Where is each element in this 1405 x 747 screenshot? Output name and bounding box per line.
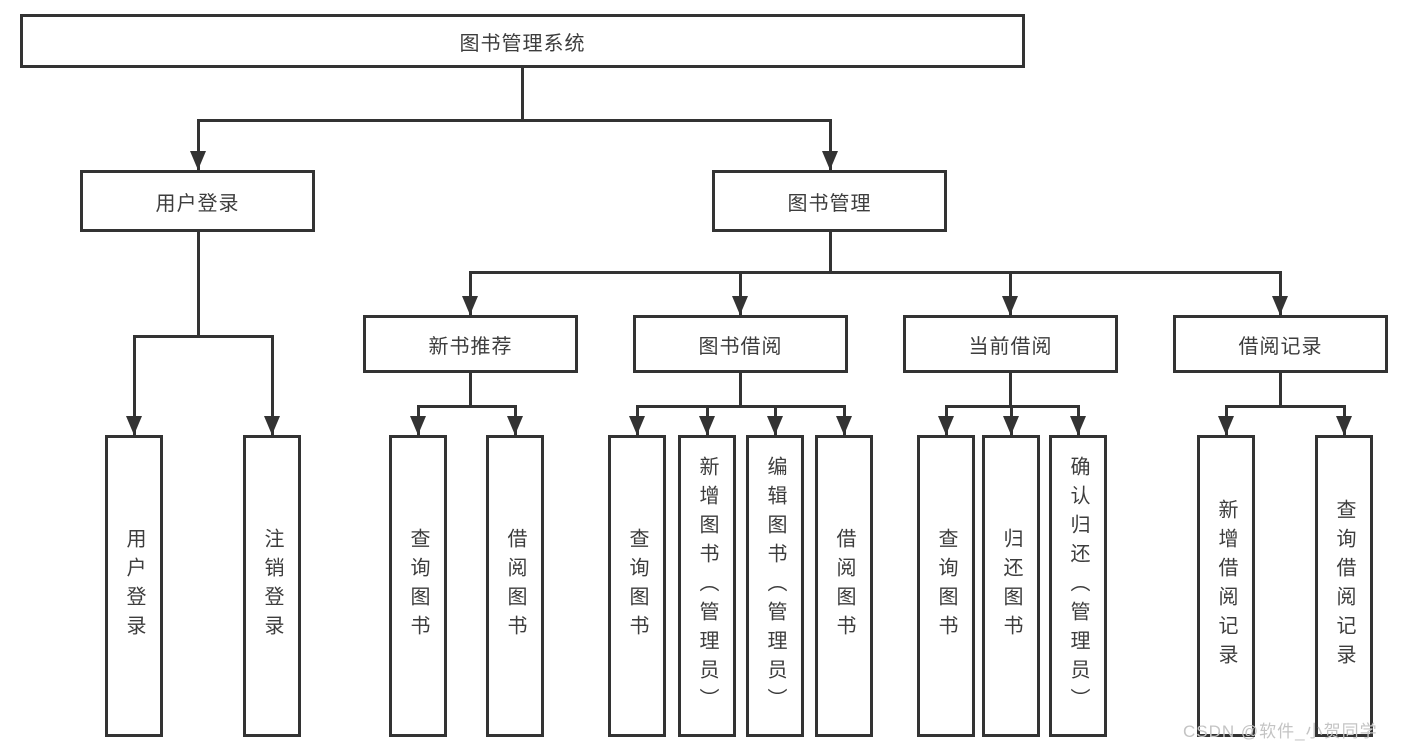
node-label: 查询图书 <box>935 528 957 644</box>
arrow-down-icon <box>836 416 852 435</box>
node-label: 归还图书 <box>1000 528 1022 644</box>
leaf-confirm-return-admin: 确认归还（管理员） <box>1049 435 1107 737</box>
node-label: 确认归还（管理员） <box>1067 455 1089 717</box>
node-label: 用户登录 <box>123 528 145 644</box>
node-label: 图书管理系统 <box>459 32 586 55</box>
arrow-down-icon <box>1003 416 1019 435</box>
connector-line <box>739 271 742 315</box>
arrow-down-icon <box>767 416 783 435</box>
node-book-management: 图书管理 <box>712 170 947 232</box>
node-label: 图书借阅 <box>698 335 783 358</box>
node-current-borrowing: 当前借阅 <box>903 315 1118 373</box>
connector-line <box>469 271 472 315</box>
node-label: 用户登录 <box>155 192 240 215</box>
connector-line <box>133 335 136 435</box>
connector-line <box>1279 373 1282 406</box>
connector-line <box>417 405 517 408</box>
leaf-add-book-admin: 新增图书（管理员） <box>678 435 736 737</box>
arrow-down-icon <box>1002 296 1018 315</box>
node-label: 查询借阅记录 <box>1333 499 1355 673</box>
arrow-down-icon <box>126 416 142 435</box>
leaf-logout: 注销登录 <box>243 435 301 737</box>
arrow-down-icon <box>938 416 954 435</box>
arrow-down-icon <box>1336 416 1352 435</box>
node-label: 新增图书（管理员） <box>696 455 718 717</box>
node-book-borrowing: 图书借阅 <box>633 315 848 373</box>
leaf-return-books: 归还图书 <box>982 435 1040 737</box>
connector-line <box>197 232 200 336</box>
leaf-query-books-borrowing: 查询图书 <box>608 435 666 737</box>
connector-line <box>1225 405 1346 408</box>
connector-line <box>636 405 846 408</box>
arrow-down-icon <box>822 151 838 170</box>
node-user-login: 用户登录 <box>80 170 315 232</box>
arrow-down-icon <box>410 416 426 435</box>
watermark: CSDN @软件_小贺同学 <box>1183 722 1378 741</box>
leaf-query-books-current: 查询图书 <box>917 435 975 737</box>
leaf-query-books-recommend: 查询图书 <box>389 435 447 737</box>
connector-line <box>271 335 274 435</box>
node-label: 当前借阅 <box>968 335 1053 358</box>
arrow-down-icon <box>507 416 523 435</box>
node-label: 借阅图书 <box>504 528 526 644</box>
node-new-book-recommendation: 新书推荐 <box>363 315 578 373</box>
node-label: 查询图书 <box>407 528 429 644</box>
node-label: 图书管理 <box>787 192 872 215</box>
node-label: 新增借阅记录 <box>1215 499 1237 673</box>
leaf-add-borrow-record: 新增借阅记录 <box>1197 435 1255 737</box>
arrow-down-icon <box>264 416 280 435</box>
node-label: 借阅记录 <box>1238 335 1323 358</box>
node-label: 注销登录 <box>261 528 283 644</box>
node-library-management-system: 图书管理系统 <box>20 14 1025 68</box>
connector-line <box>469 373 472 406</box>
connector-line <box>133 335 274 338</box>
node-label: 编辑图书（管理员） <box>764 455 786 717</box>
arrow-down-icon <box>462 296 478 315</box>
connector-line <box>521 68 524 120</box>
arrow-down-icon <box>190 151 206 170</box>
connector-line <box>829 119 832 170</box>
node-label: 查询图书 <box>626 528 648 644</box>
connector-line <box>1279 271 1282 315</box>
node-label: 新书推荐 <box>428 335 513 358</box>
arrow-down-icon <box>629 416 645 435</box>
connector-line <box>197 119 200 170</box>
arrow-down-icon <box>1272 296 1288 315</box>
connector-line <box>829 232 832 272</box>
leaf-query-borrow-record: 查询借阅记录 <box>1315 435 1373 737</box>
leaf-borrow-books-recommend: 借阅图书 <box>486 435 544 737</box>
arrow-down-icon <box>699 416 715 435</box>
connector-line <box>1009 373 1012 406</box>
node-borrowing-records: 借阅记录 <box>1173 315 1388 373</box>
connector-line <box>1009 271 1012 315</box>
connector-line <box>469 271 1282 274</box>
connector-line <box>197 119 832 122</box>
arrow-down-icon <box>1070 416 1086 435</box>
arrow-down-icon <box>732 296 748 315</box>
leaf-user-login: 用户登录 <box>105 435 163 737</box>
node-label: 借阅图书 <box>833 528 855 644</box>
arrow-down-icon <box>1218 416 1234 435</box>
connector-line <box>739 373 742 406</box>
leaf-edit-book-admin: 编辑图书（管理员） <box>746 435 804 737</box>
leaf-borrow-books-borrowing: 借阅图书 <box>815 435 873 737</box>
